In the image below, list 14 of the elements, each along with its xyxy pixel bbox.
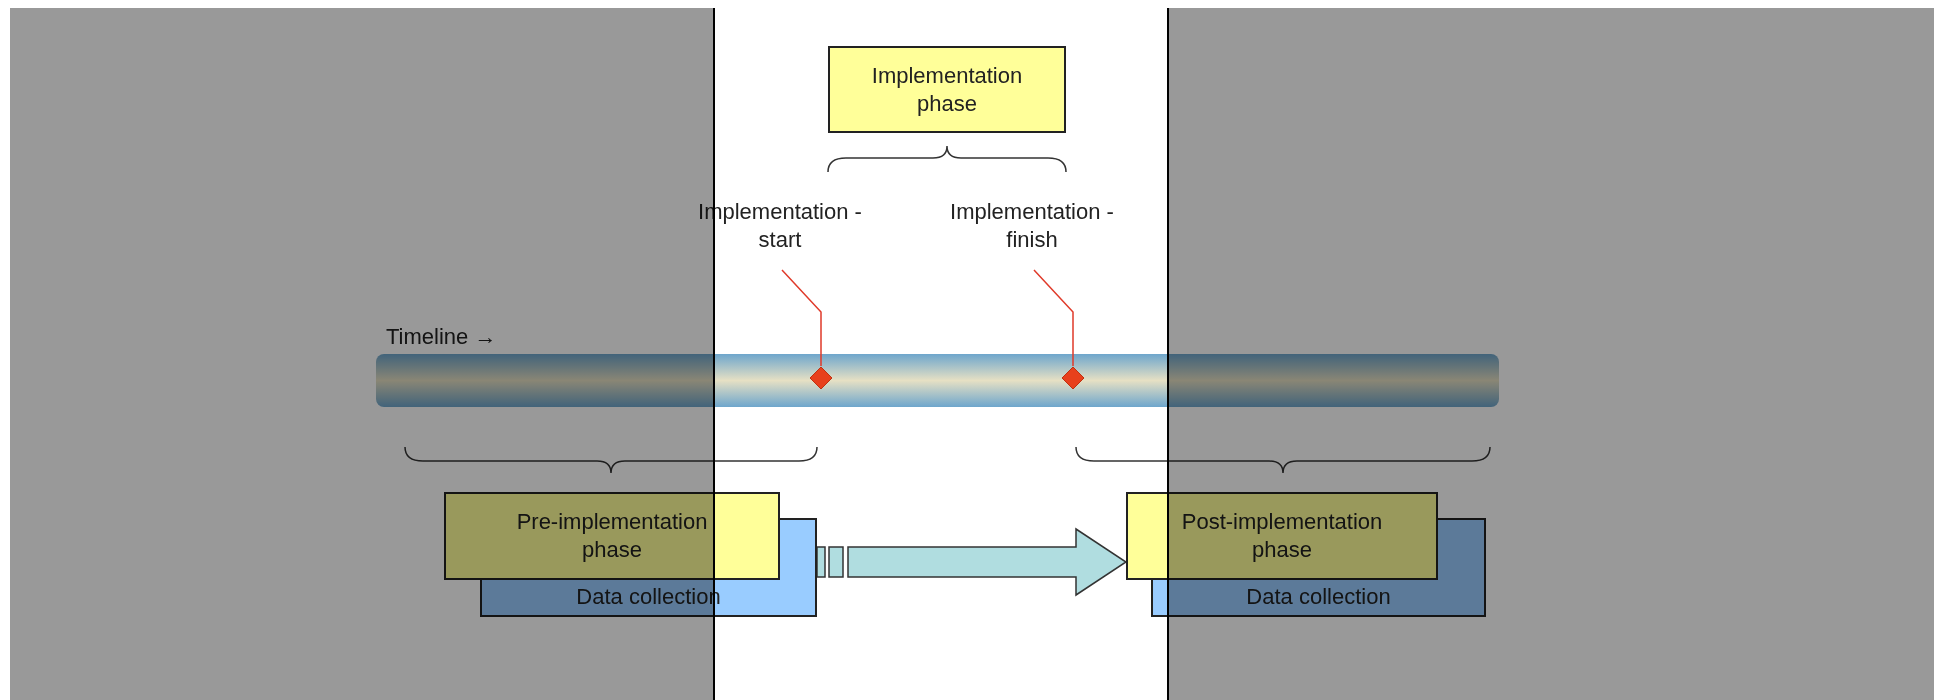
node-text: Data collection — [1246, 583, 1391, 611]
node-text: Post-implementation phase — [1180, 508, 1384, 564]
timeline-label: Timeline → — [386, 323, 497, 351]
leader-line — [781, 269, 822, 367]
node-text: Pre-implementation phase — [515, 508, 709, 564]
milestone-marker — [1061, 366, 1085, 390]
phase-box — [828, 46, 1066, 133]
milestone-marker — [809, 366, 833, 390]
node-text: Implementation phase — [870, 61, 1024, 118]
block-arrow — [816, 527, 1128, 597]
phase-box — [444, 492, 780, 580]
leader-line — [1033, 269, 1074, 367]
node-text: Implementation - finish — [949, 198, 1115, 254]
phase-box — [1126, 492, 1438, 580]
